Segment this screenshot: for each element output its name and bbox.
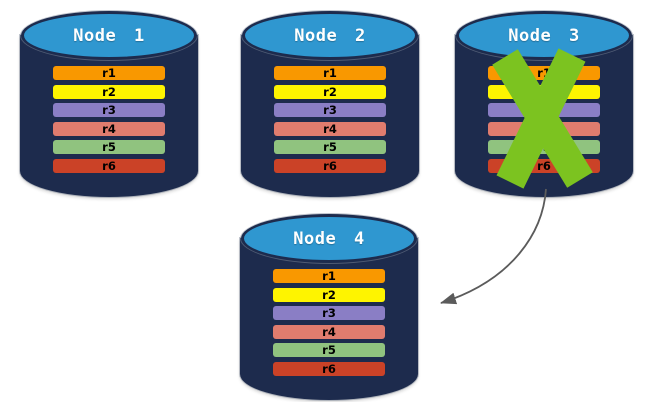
cylinder-top: Node 3 <box>456 11 632 60</box>
record-bar-r3: r3 <box>488 103 600 117</box>
cylinder-top: Node 2 <box>242 11 418 60</box>
record-bar-r4: r4 <box>274 121 386 136</box>
record-list: r1 r2 r3 r4 r5 r6 <box>53 66 165 173</box>
node-label: Node 3 <box>508 25 580 46</box>
record-bar-r6: r6 <box>273 361 385 376</box>
db-node-node3-failed: Node 3 r1 r2 r3 r4 r5 r6 <box>455 9 633 197</box>
record-bar-r3: r3 <box>53 103 165 117</box>
record-bar-r2: r2 <box>53 84 165 99</box>
record-bar-r3: r3 <box>273 306 385 320</box>
replication-arrow <box>440 188 547 305</box>
record-bar-r4: r4 <box>488 121 600 136</box>
record-bar-r6: r6 <box>488 158 600 173</box>
record-bar-r2: r2 <box>488 84 600 99</box>
record-bar-r5: r5 <box>273 343 385 357</box>
record-bar-r2: r2 <box>273 287 385 302</box>
record-bar-r1: r1 <box>488 66 600 80</box>
record-bar-r1: r1 <box>274 66 386 80</box>
record-bar-r6: r6 <box>53 158 165 173</box>
node-label: Node 1 <box>73 25 145 46</box>
record-bar-r5: r5 <box>488 140 600 154</box>
record-bar-r5: r5 <box>53 140 165 154</box>
record-list: r1 r2 r3 r4 r5 r6 <box>274 66 386 173</box>
cylinder-top: Node 4 <box>241 214 417 263</box>
record-bar-r1: r1 <box>53 66 165 80</box>
record-bar-r2: r2 <box>274 84 386 99</box>
db-node-node2: Node 2 r1 r2 r3 r4 r5 r6 <box>241 9 419 197</box>
record-bar-r6: r6 <box>274 158 386 173</box>
record-list: r1 r2 r3 r4 r5 r6 <box>488 66 600 173</box>
node-label: Node 4 <box>293 228 365 249</box>
record-list: r1 r2 r3 r4 r5 r6 <box>273 269 385 376</box>
db-node-node4: Node 4 r1 r2 r3 r4 r5 r6 <box>240 212 418 400</box>
node-label: Node 2 <box>294 25 366 46</box>
db-node-node1: Node 1 r1 r2 r3 r4 r5 r6 <box>20 9 198 197</box>
record-bar-r5: r5 <box>274 140 386 154</box>
record-bar-r4: r4 <box>273 324 385 339</box>
record-bar-r4: r4 <box>53 121 165 136</box>
cylinder-top: Node 1 <box>21 11 197 60</box>
record-bar-r1: r1 <box>273 269 385 283</box>
record-bar-r3: r3 <box>274 103 386 117</box>
